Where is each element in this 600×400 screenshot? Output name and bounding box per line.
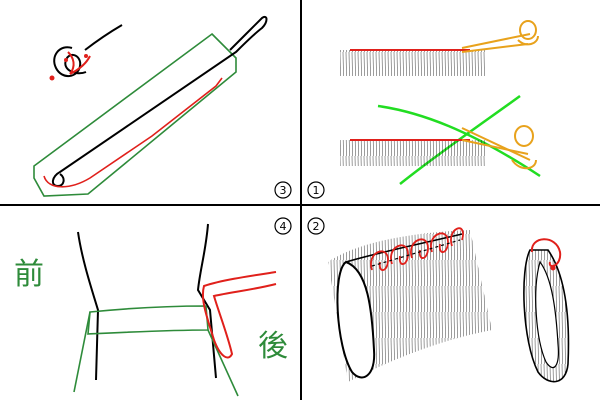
fur-strip-lower <box>340 140 485 166</box>
step-number-3: 3 <box>280 184 287 197</box>
step-badge-4 <box>274 217 292 235</box>
step-badge-1 <box>307 181 325 199</box>
front-label: 前 <box>14 257 44 292</box>
lower-body-right <box>207 329 239 397</box>
stitch-line <box>43 77 223 188</box>
step-badge-2 <box>307 217 325 235</box>
scissors-icon-lower <box>461 125 537 170</box>
stitch-spiral <box>370 227 464 271</box>
thread-line <box>52 16 268 188</box>
body-outline-right <box>196 223 217 379</box>
panel-step-4: 前 後 4 <box>14 217 292 397</box>
scissors-icon <box>461 20 539 53</box>
loop-knot <box>530 238 562 268</box>
fur-strip-upper <box>340 50 485 76</box>
back-label: 後 <box>258 329 288 364</box>
roll-opening <box>336 260 376 379</box>
step-number-2: 2 <box>313 220 320 233</box>
tube-outline <box>33 32 237 197</box>
collar-band <box>87 305 209 335</box>
tie-strap <box>202 271 277 359</box>
knot-icon <box>49 24 123 81</box>
loop-inner <box>535 260 559 368</box>
lower-body-left <box>73 311 91 393</box>
panel-step-1: 1 <box>307 20 541 199</box>
cross-line-a <box>377 104 541 178</box>
loop-knot-dot <box>550 265 556 271</box>
step-number-1: 1 <box>313 184 320 197</box>
cross-line-b <box>399 94 521 185</box>
roll-top-edge <box>345 233 463 263</box>
step-number-4: 4 <box>280 220 287 233</box>
panel-step-3: 3 <box>33 16 292 199</box>
step-badge-3 <box>274 181 292 199</box>
body-outline <box>77 231 100 381</box>
panel-step-2: 2 <box>307 217 570 383</box>
